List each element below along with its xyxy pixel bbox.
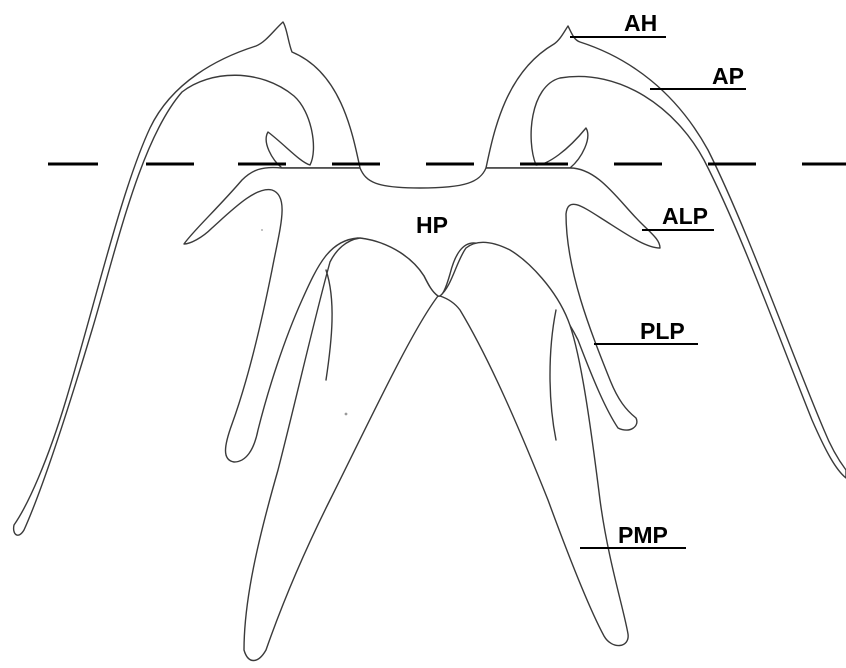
ah-label: AH (624, 10, 657, 36)
hp-label: HP (416, 212, 448, 238)
scan-speck (345, 413, 348, 416)
pmp-label: PMP (618, 522, 668, 548)
ap-label: AP (712, 63, 744, 89)
alp-label: ALP (662, 203, 708, 229)
right-posteromedial-process (440, 242, 628, 645)
scan-speck (261, 229, 263, 231)
plp-label: PLP (640, 318, 685, 344)
